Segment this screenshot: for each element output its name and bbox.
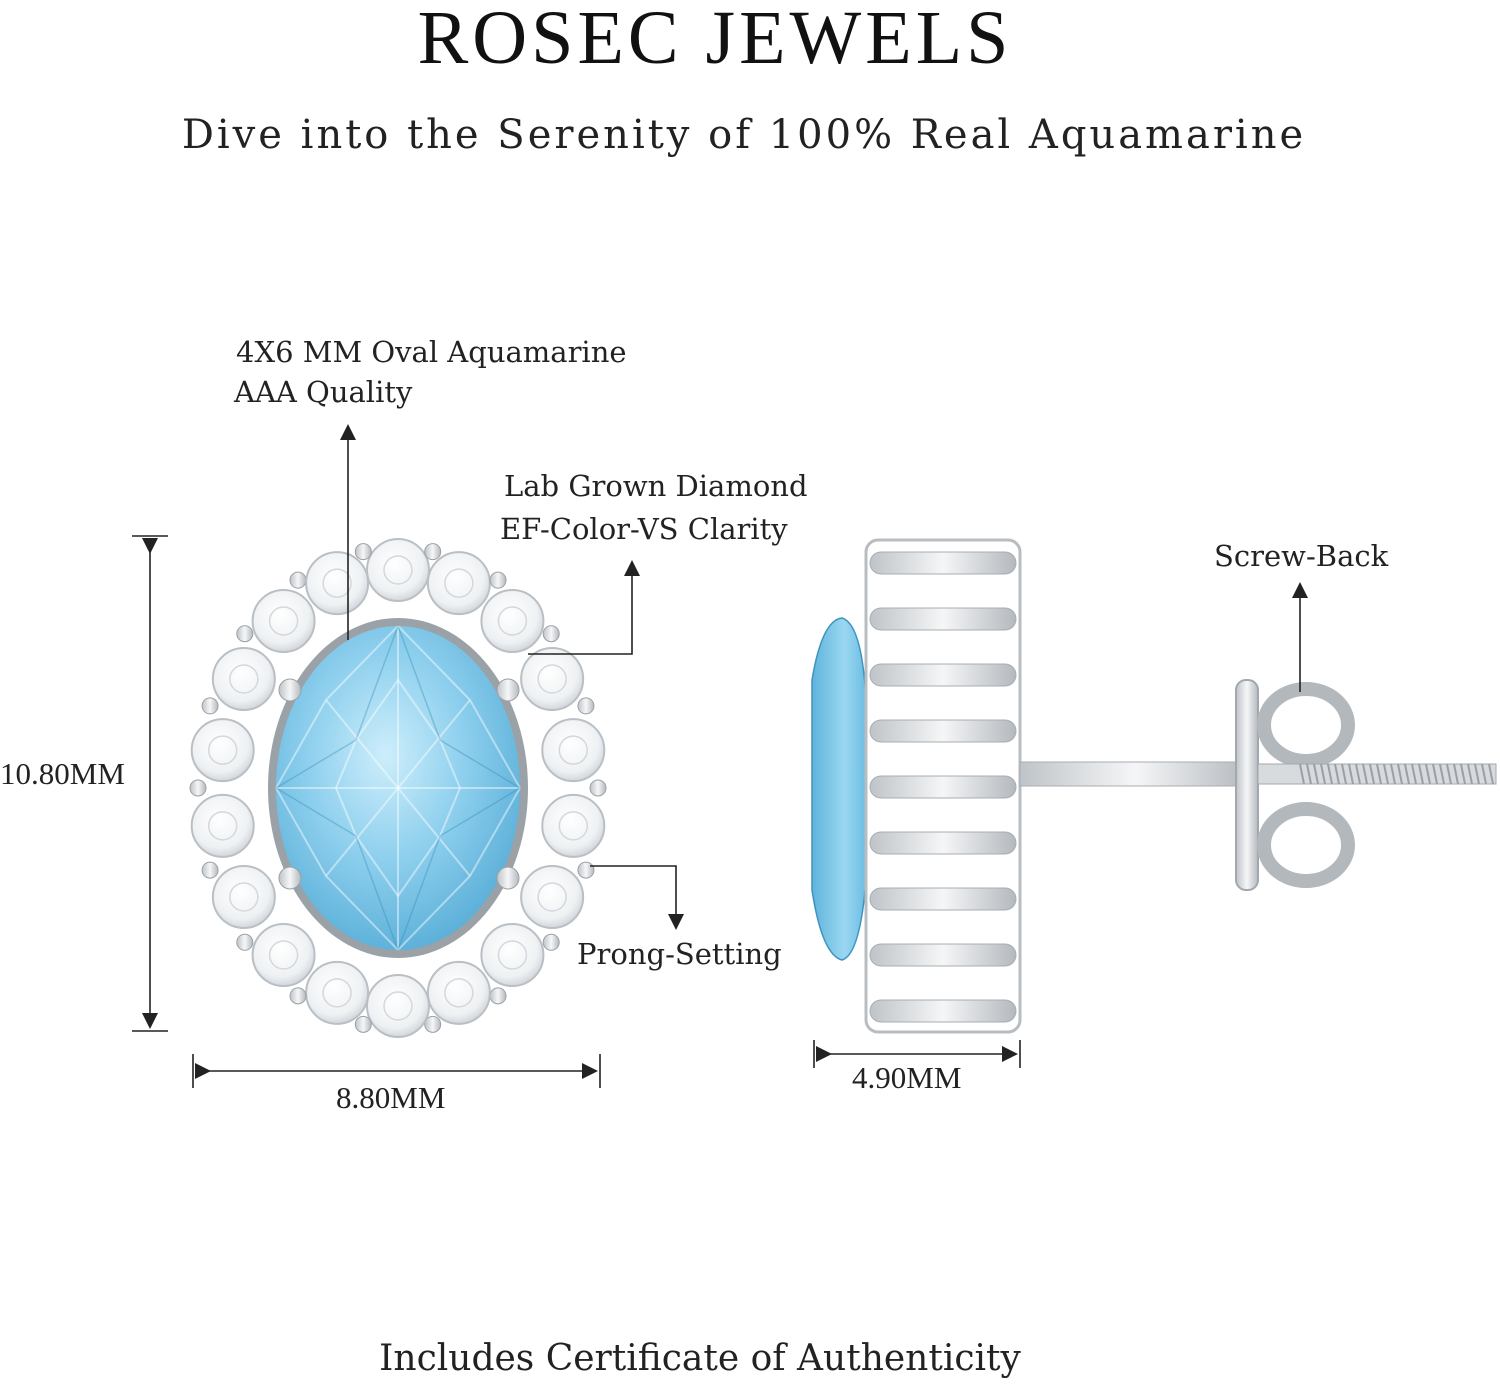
halo-prong: [424, 1015, 442, 1033]
side-view-earring: [811, 538, 1497, 1034]
halo-diamond: [190, 718, 255, 783]
depth-dimension-label: 4.90MM: [852, 1060, 962, 1095]
halo-diamond: [480, 589, 545, 654]
halo-diamond: [190, 793, 255, 858]
diamond-label-line2: EF-Color-VS Clarity: [500, 512, 788, 546]
side-prong: [869, 943, 1017, 967]
halo-prong: [201, 697, 219, 715]
halo-diamond: [520, 647, 585, 711]
side-prong: [869, 999, 1017, 1023]
width-dimension-label: 8.80MM: [336, 1080, 446, 1115]
halo-diamond: [251, 589, 316, 654]
halo-diamond: [211, 647, 276, 711]
halo-prong: [489, 571, 507, 589]
center-stone-label-line2: AAA Quality: [234, 375, 413, 409]
side-prong: [869, 551, 1017, 575]
height-dimension-label: 10.80MM: [0, 756, 125, 791]
center-aquamarine-stone: [268, 618, 528, 958]
halo-prong: [201, 861, 219, 879]
side-prong: [869, 607, 1017, 631]
halo-prong: [542, 933, 560, 951]
side-prong: [869, 775, 1017, 799]
halo-prong: [542, 625, 560, 643]
halo-prong: [189, 779, 207, 797]
halo-diamond: [541, 718, 606, 783]
halo-prong: [289, 571, 307, 589]
center-stone-label-line1: 4X6 MM Oval Aquamarine: [236, 335, 627, 369]
brand-title: ROSEC JEWELS: [417, 0, 1013, 80]
side-prong: [869, 719, 1017, 743]
diamond-pointer: [528, 560, 640, 655]
halo-diamond: [305, 960, 370, 1025]
halo-diamond: [366, 974, 430, 1038]
halo-prong: [354, 1015, 372, 1033]
halo-prong: [589, 779, 607, 797]
halo-diamond: [541, 793, 606, 858]
halo-prong: [236, 933, 254, 951]
screw-back-label: Screw-Back: [1214, 539, 1389, 573]
halo-diamond: [305, 551, 370, 616]
halo-diamond: [480, 922, 545, 987]
halo-prong: [577, 697, 595, 715]
tagline: Dive into the Serenity of 100% Real Aqua…: [181, 112, 1307, 158]
halo-prong: [289, 987, 307, 1005]
halo-prong: [424, 543, 442, 561]
side-prong: [869, 663, 1017, 687]
halo-diamond: [520, 865, 585, 929]
halo-prong: [354, 543, 372, 561]
prong-setting-label: Prong-Setting: [577, 937, 782, 971]
halo-prong: [577, 861, 595, 879]
diamond-label-line1: Lab Grown Diamond: [504, 469, 808, 503]
halo-diamond: [426, 960, 491, 1025]
prong-pointer: [590, 865, 684, 930]
halo-diamond: [366, 538, 430, 602]
certificate-note: Includes Certificate of Authenticity: [379, 1338, 1021, 1379]
side-prong: [869, 887, 1017, 911]
halo-diamond: [426, 551, 491, 616]
diamond-halo: [189, 538, 607, 1038]
side-prong: [869, 831, 1017, 855]
halo-prong: [489, 987, 507, 1005]
halo-prong: [236, 625, 254, 643]
halo-diamond: [251, 922, 316, 987]
halo-diamond: [211, 865, 276, 929]
